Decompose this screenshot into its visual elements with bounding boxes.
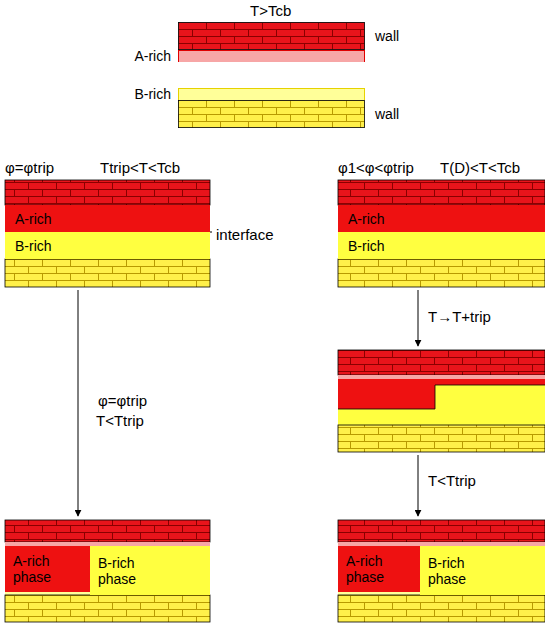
wall-top	[338, 350, 545, 375]
wall-bottom	[338, 259, 545, 287]
layer-label: B-rich phase	[98, 554, 160, 586]
wall-top	[5, 520, 210, 542]
a-rich-phase: A-rich phase	[338, 546, 420, 592]
layer-label: A-rich	[134, 48, 171, 64]
b-rich-region	[338, 379, 545, 425]
arrow-label: φ=φtrip	[98, 392, 147, 409]
b-rich-layer: B-rich	[338, 232, 545, 259]
layer-label: wall	[375, 106, 399, 122]
layer-label: A-rich phase	[13, 553, 75, 585]
b-rich-layer: B-rich	[5, 232, 210, 259]
a-rich-layer: A-rich	[338, 205, 545, 232]
arrow-label: T<Ttrip	[428, 472, 476, 489]
layer-label: B-rich phase	[428, 554, 490, 586]
wall: wall	[178, 100, 365, 128]
b-rich-phase: B-rich phase	[90, 546, 210, 595]
brick-fill	[178, 22, 364, 49]
wall-top	[338, 520, 545, 542]
wall-bottom	[338, 425, 545, 452]
interface-label: interface	[216, 226, 274, 243]
wall-top	[5, 180, 210, 205]
wetting-layer	[5, 592, 90, 595]
layer-label: A-rich phase	[346, 553, 408, 585]
layer-label: wall	[375, 28, 399, 44]
process-arrow	[418, 290, 419, 346]
condition-label: T(D)<T<Tcb	[440, 159, 520, 176]
process-arrow	[78, 290, 79, 516]
layer-label: A-rich	[15, 210, 52, 226]
wetting-layer	[338, 375, 545, 379]
wetting-layer	[338, 592, 420, 595]
wall-bottom	[338, 595, 545, 622]
wetting-layer: A-rich	[178, 50, 365, 62]
wall-bottom	[5, 595, 210, 622]
brick-fill	[178, 100, 364, 127]
a-rich-phase: A-rich phase	[5, 546, 90, 592]
layer-label: A-rich	[348, 210, 385, 226]
brick-wall	[178, 22, 365, 50]
b-rich-phase: B-rich phase	[420, 546, 545, 595]
layer-label: B-rich	[134, 86, 171, 102]
a-rich-layer: A-rich	[5, 205, 210, 232]
wall: wall	[178, 22, 365, 50]
wetting-layer: B-rich	[178, 88, 365, 100]
arrow-label: T→T+trip	[428, 308, 491, 325]
condition-label: T>Tcb	[250, 2, 291, 19]
arrow-label: T<Ttrip	[96, 412, 144, 429]
interface-line	[338, 385, 545, 409]
layer-label: B-rich	[348, 237, 385, 253]
wall-bottom	[5, 259, 210, 287]
wall-top	[338, 180, 545, 205]
condition-label: φ1<φ<φtrip	[338, 159, 414, 176]
layer-label: B-rich	[15, 237, 52, 253]
condition-label: φ=φtrip	[5, 159, 54, 176]
condition-label: Ttrip<T<Tcb	[100, 159, 180, 176]
process-arrow	[418, 455, 419, 516]
a-rich-region	[338, 379, 545, 409]
brick-wall	[178, 100, 365, 128]
